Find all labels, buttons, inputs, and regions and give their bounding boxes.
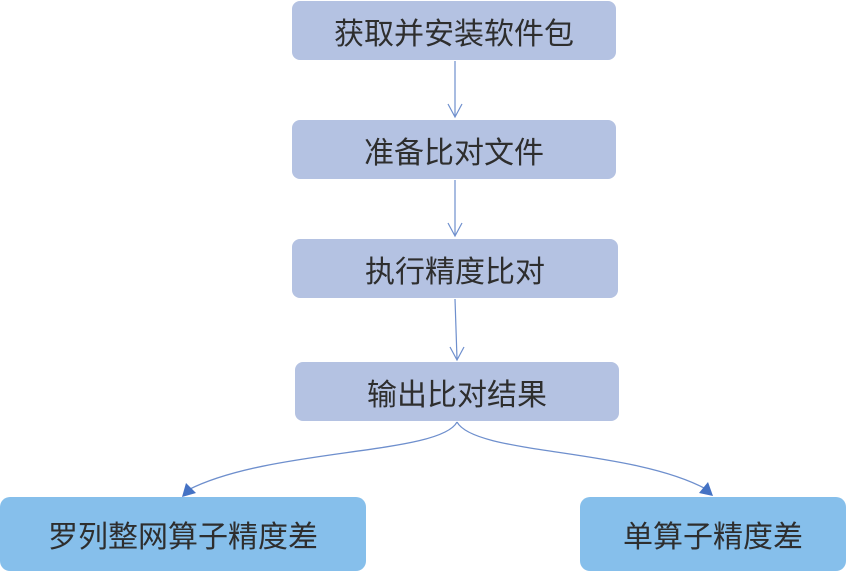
result-label: 单算子精度差 [623,520,803,555]
arrow-3-to-4 [449,298,465,362]
step-prepare-compare-files: 准备比对文件 [292,120,616,179]
step-label: 输出比对结果 [367,377,547,413]
arrow-4-to-6 [456,421,713,496]
result-network-operator-precision-diff: 罗列整网算子精度差 [0,497,366,571]
arrow-2-to-3 [447,180,463,238]
step-get-install-package: 获取并安装软件包 [292,1,616,60]
result-label: 罗列整网算子精度差 [48,520,318,555]
arrow-4-to-5 [182,421,458,497]
step-output-compare-results: 输出比对结果 [295,362,619,421]
step-run-precision-compare: 执行精度比对 [292,239,618,298]
step-label: 执行精度比对 [365,254,545,290]
step-label: 准备比对文件 [364,135,544,171]
result-single-operator-precision-diff: 单算子精度差 [580,497,846,571]
step-label: 获取并安装软件包 [334,16,574,52]
arrow-1-to-2 [447,61,463,119]
